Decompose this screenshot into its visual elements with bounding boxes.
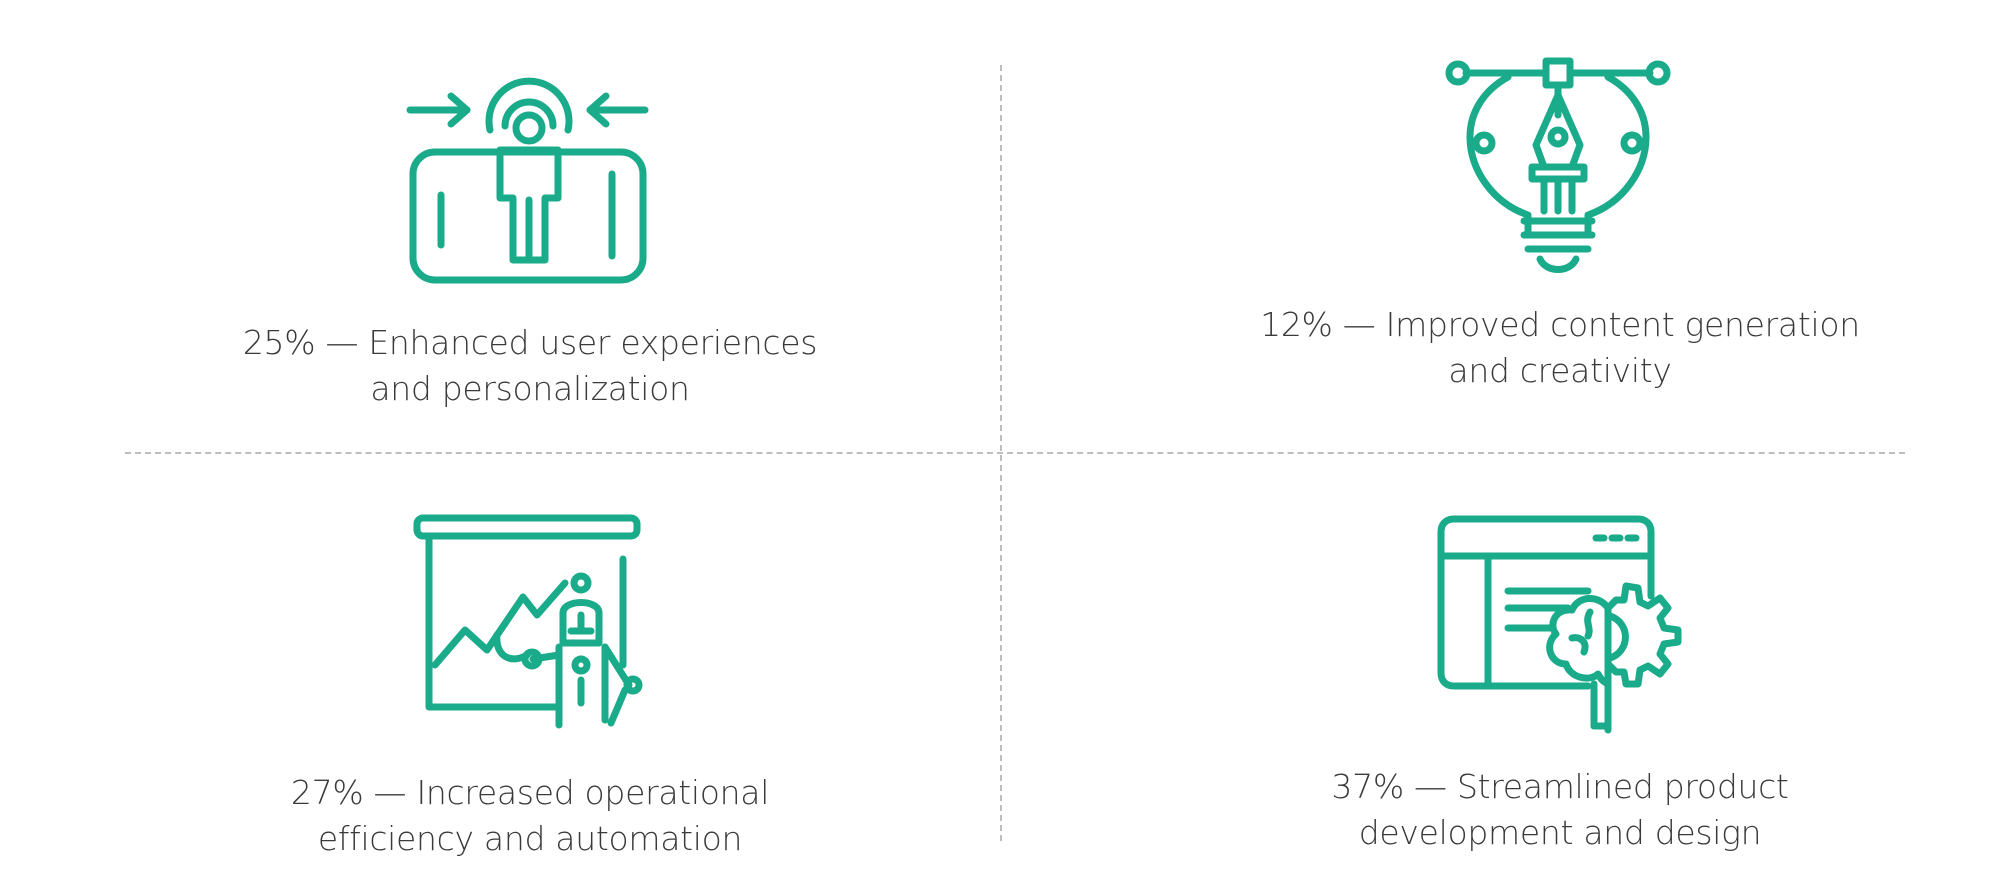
caption-1-line-1: 25% — Enhanced user experiences [242,323,818,362]
caption-2: 12% — Improved content generation and cr… [1240,302,1880,394]
vertical-divider [1000,65,1002,841]
caption-3: 27% — Increased operational efficiency a… [240,770,820,862]
caption-4: 37% — Streamlined product development an… [1270,764,1850,856]
caption-2-line-1: 12% — Improved content generation [1260,305,1860,344]
creative-pen-bulb-icon [1445,55,1671,280]
presentation-chart-icon [413,514,655,730]
personalization-icon [405,50,655,290]
caption-1-line-2: and personalization [370,369,690,408]
caption-3-line-1: 27% — Increased operational [290,773,770,812]
horizontal-divider [125,452,1905,454]
caption-2-line-2: and creativity [1448,351,1672,390]
brain-gear-window-icon [1437,515,1688,741]
caption-1: 25% — Enhanced user experiences and pers… [220,320,840,412]
caption-4-line-2: development and design [1358,813,1762,852]
caption-3-line-2: efficiency and automation [317,819,743,858]
caption-4-line-1: 37% — Streamlined product [1331,767,1789,806]
